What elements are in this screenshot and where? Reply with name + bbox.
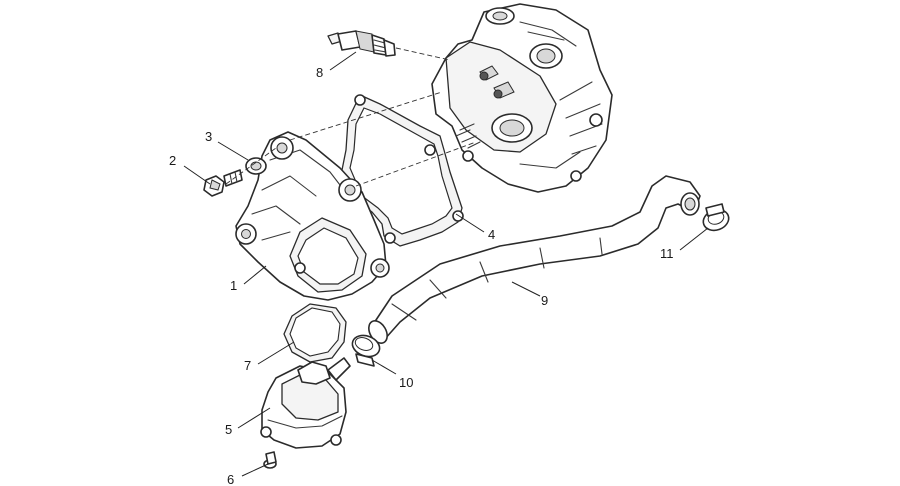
breather-cap-part (260, 357, 351, 449)
hose-clamp-part-10 (351, 334, 381, 367)
callout-6: 6 (227, 472, 234, 486)
callout-5: 5 (225, 422, 232, 437)
callout-11: 11 (660, 246, 674, 261)
leader-lines (183, 51, 709, 477)
callout-3: 3 (205, 129, 212, 144)
callout-10: 10 (399, 375, 413, 390)
washer-part (245, 157, 267, 175)
valve-cover-part (235, 131, 390, 301)
screw-part (263, 451, 277, 469)
callout-8: 8 (316, 65, 323, 80)
cap-gasket-part (283, 303, 347, 363)
callout-4: 4 (488, 227, 495, 242)
breather-hose-part (368, 175, 701, 344)
callout-labels: 1 2 3 4 5 6 7 8 9 10 11 (169, 65, 674, 486)
callout-2: 2 (169, 153, 176, 168)
cylinder-head-part (431, 3, 613, 193)
callout-1: 1 (230, 278, 237, 293)
alignment-lines (225, 47, 477, 187)
spark-plug-part (327, 30, 396, 57)
callout-9: 9 (541, 293, 548, 308)
callout-7: 7 (244, 358, 251, 373)
hose-clamp-part-11 (702, 203, 730, 232)
bolt-part (203, 169, 243, 197)
valve-cover-gasket-part (341, 94, 464, 247)
